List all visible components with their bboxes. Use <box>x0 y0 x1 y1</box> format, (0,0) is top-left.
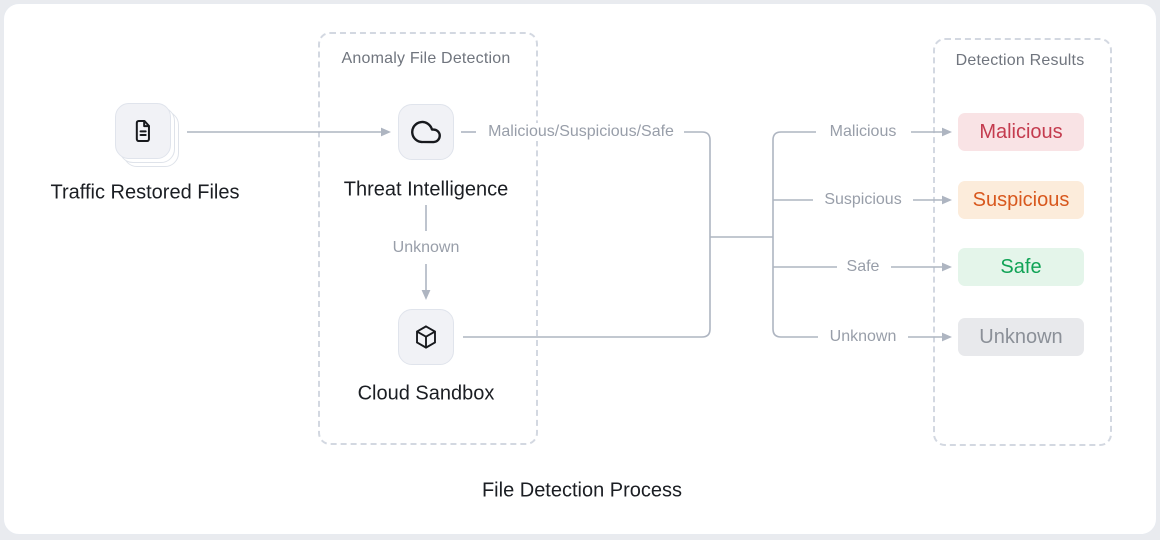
ti-to-sandbox-edge-label: Unknown <box>390 237 462 259</box>
cloud-icon <box>411 120 441 144</box>
branch-label-unknown: Unknown <box>829 328 897 345</box>
diagram-caption: File Detection Process <box>481 479 683 502</box>
result-badge-safe: Safe <box>958 248 1084 286</box>
result-badge-malicious: Malicious <box>958 113 1084 151</box>
result-badge-unknown: Unknown <box>958 318 1084 356</box>
anomaly-group-title: Anomaly File Detection <box>341 50 511 67</box>
result-badge-suspicious: Suspicious <box>958 181 1084 219</box>
cube-icon <box>416 325 436 349</box>
cloud-sandbox-label: Cloud Sandbox <box>357 382 495 405</box>
detection-results-group-box <box>933 38 1112 446</box>
threat-intelligence-label: Threat Intelligence <box>343 178 509 201</box>
branch-label-suspicious: Suspicious <box>824 191 902 208</box>
document-stack-icon <box>135 119 150 143</box>
results-group-title: Detection Results <box>955 52 1085 69</box>
branch-label-safe: Safe <box>846 258 880 275</box>
node-threat-intelligence <box>398 104 454 160</box>
branch-label-malicious: Malicious <box>829 123 897 140</box>
ti-output-edge-label: Malicious/Suspicious/Safe <box>484 123 678 141</box>
traffic-restored-files-label: Traffic Restored Files <box>50 181 240 204</box>
node-traffic-restored-files <box>115 103 171 159</box>
node-cloud-sandbox <box>398 309 454 365</box>
